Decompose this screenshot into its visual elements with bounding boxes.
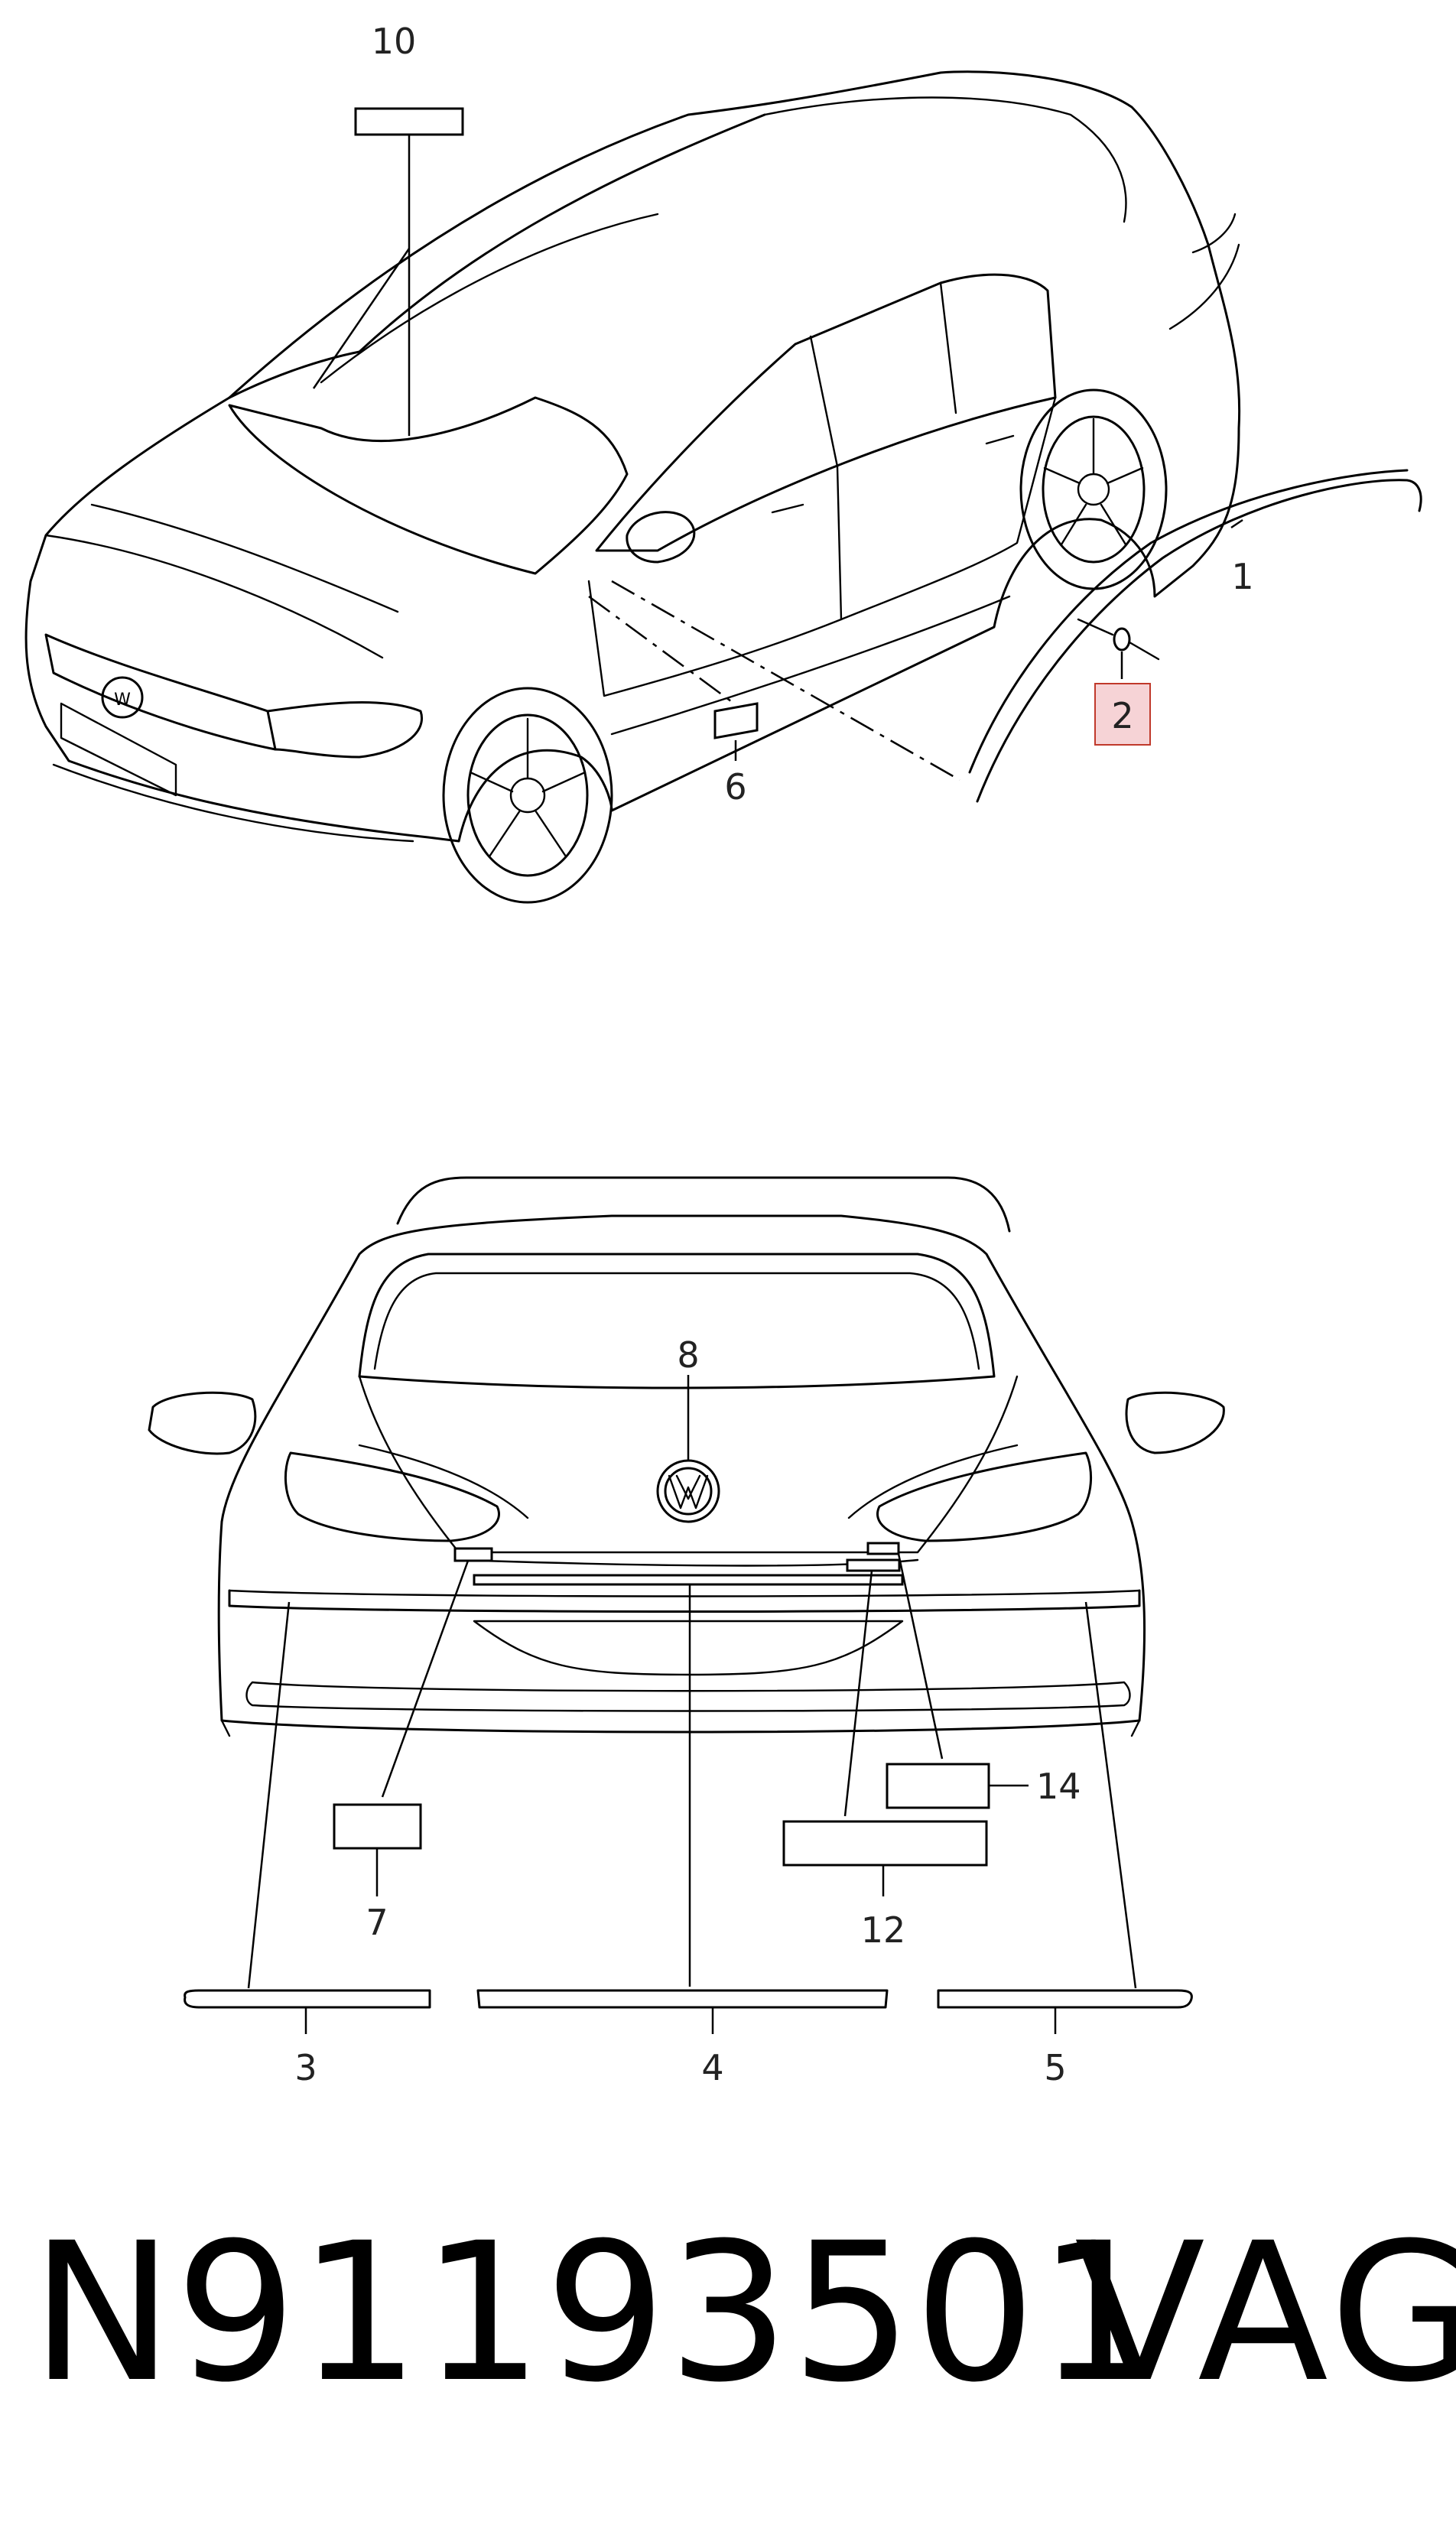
- part-14-badge: 14: [886, 1553, 1081, 1809]
- callout-6: 6: [724, 766, 746, 808]
- part-3-trim-strip: 3: [184, 1601, 431, 2088]
- part-6-label: 6: [588, 595, 759, 808]
- svg-text:W: W: [114, 691, 131, 710]
- callout-7: 7: [366, 1902, 388, 1943]
- callout-3: 3: [294, 2047, 317, 2088]
- part-12-badge: 12: [782, 1570, 988, 1951]
- part-5-trim-strip: 5: [937, 1601, 1193, 2088]
- callout-8: 8: [677, 1334, 699, 1376]
- part-10-label: 10: [312, 21, 464, 436]
- callout-1: 1: [1231, 556, 1253, 597]
- callout-12: 12: [861, 1909, 906, 1951]
- part-number-text: N91193501: [31, 2202, 1161, 2424]
- car-front-three-quarter-view: W: [24, 70, 1241, 904]
- callout-2-highlight: [1094, 683, 1151, 746]
- part-7-badge: 7: [333, 1560, 470, 1943]
- part-1-trim-strip: 1: [611, 469, 1422, 803]
- callout-4: 4: [701, 2047, 723, 2088]
- callout-2: 2: [1111, 695, 1133, 736]
- part-2-clip: 2: [1077, 618, 1160, 746]
- callout-10: 10: [372, 21, 417, 62]
- brand-text: VAG: [1074, 2202, 1456, 2424]
- part-8-badge: 8: [677, 1334, 700, 1461]
- part-4-trim-strip: 4: [476, 1584, 889, 2088]
- callout-14: 14: [1036, 1766, 1081, 1807]
- car-rear-view: [148, 1176, 1225, 1737]
- callout-5: 5: [1044, 2047, 1066, 2088]
